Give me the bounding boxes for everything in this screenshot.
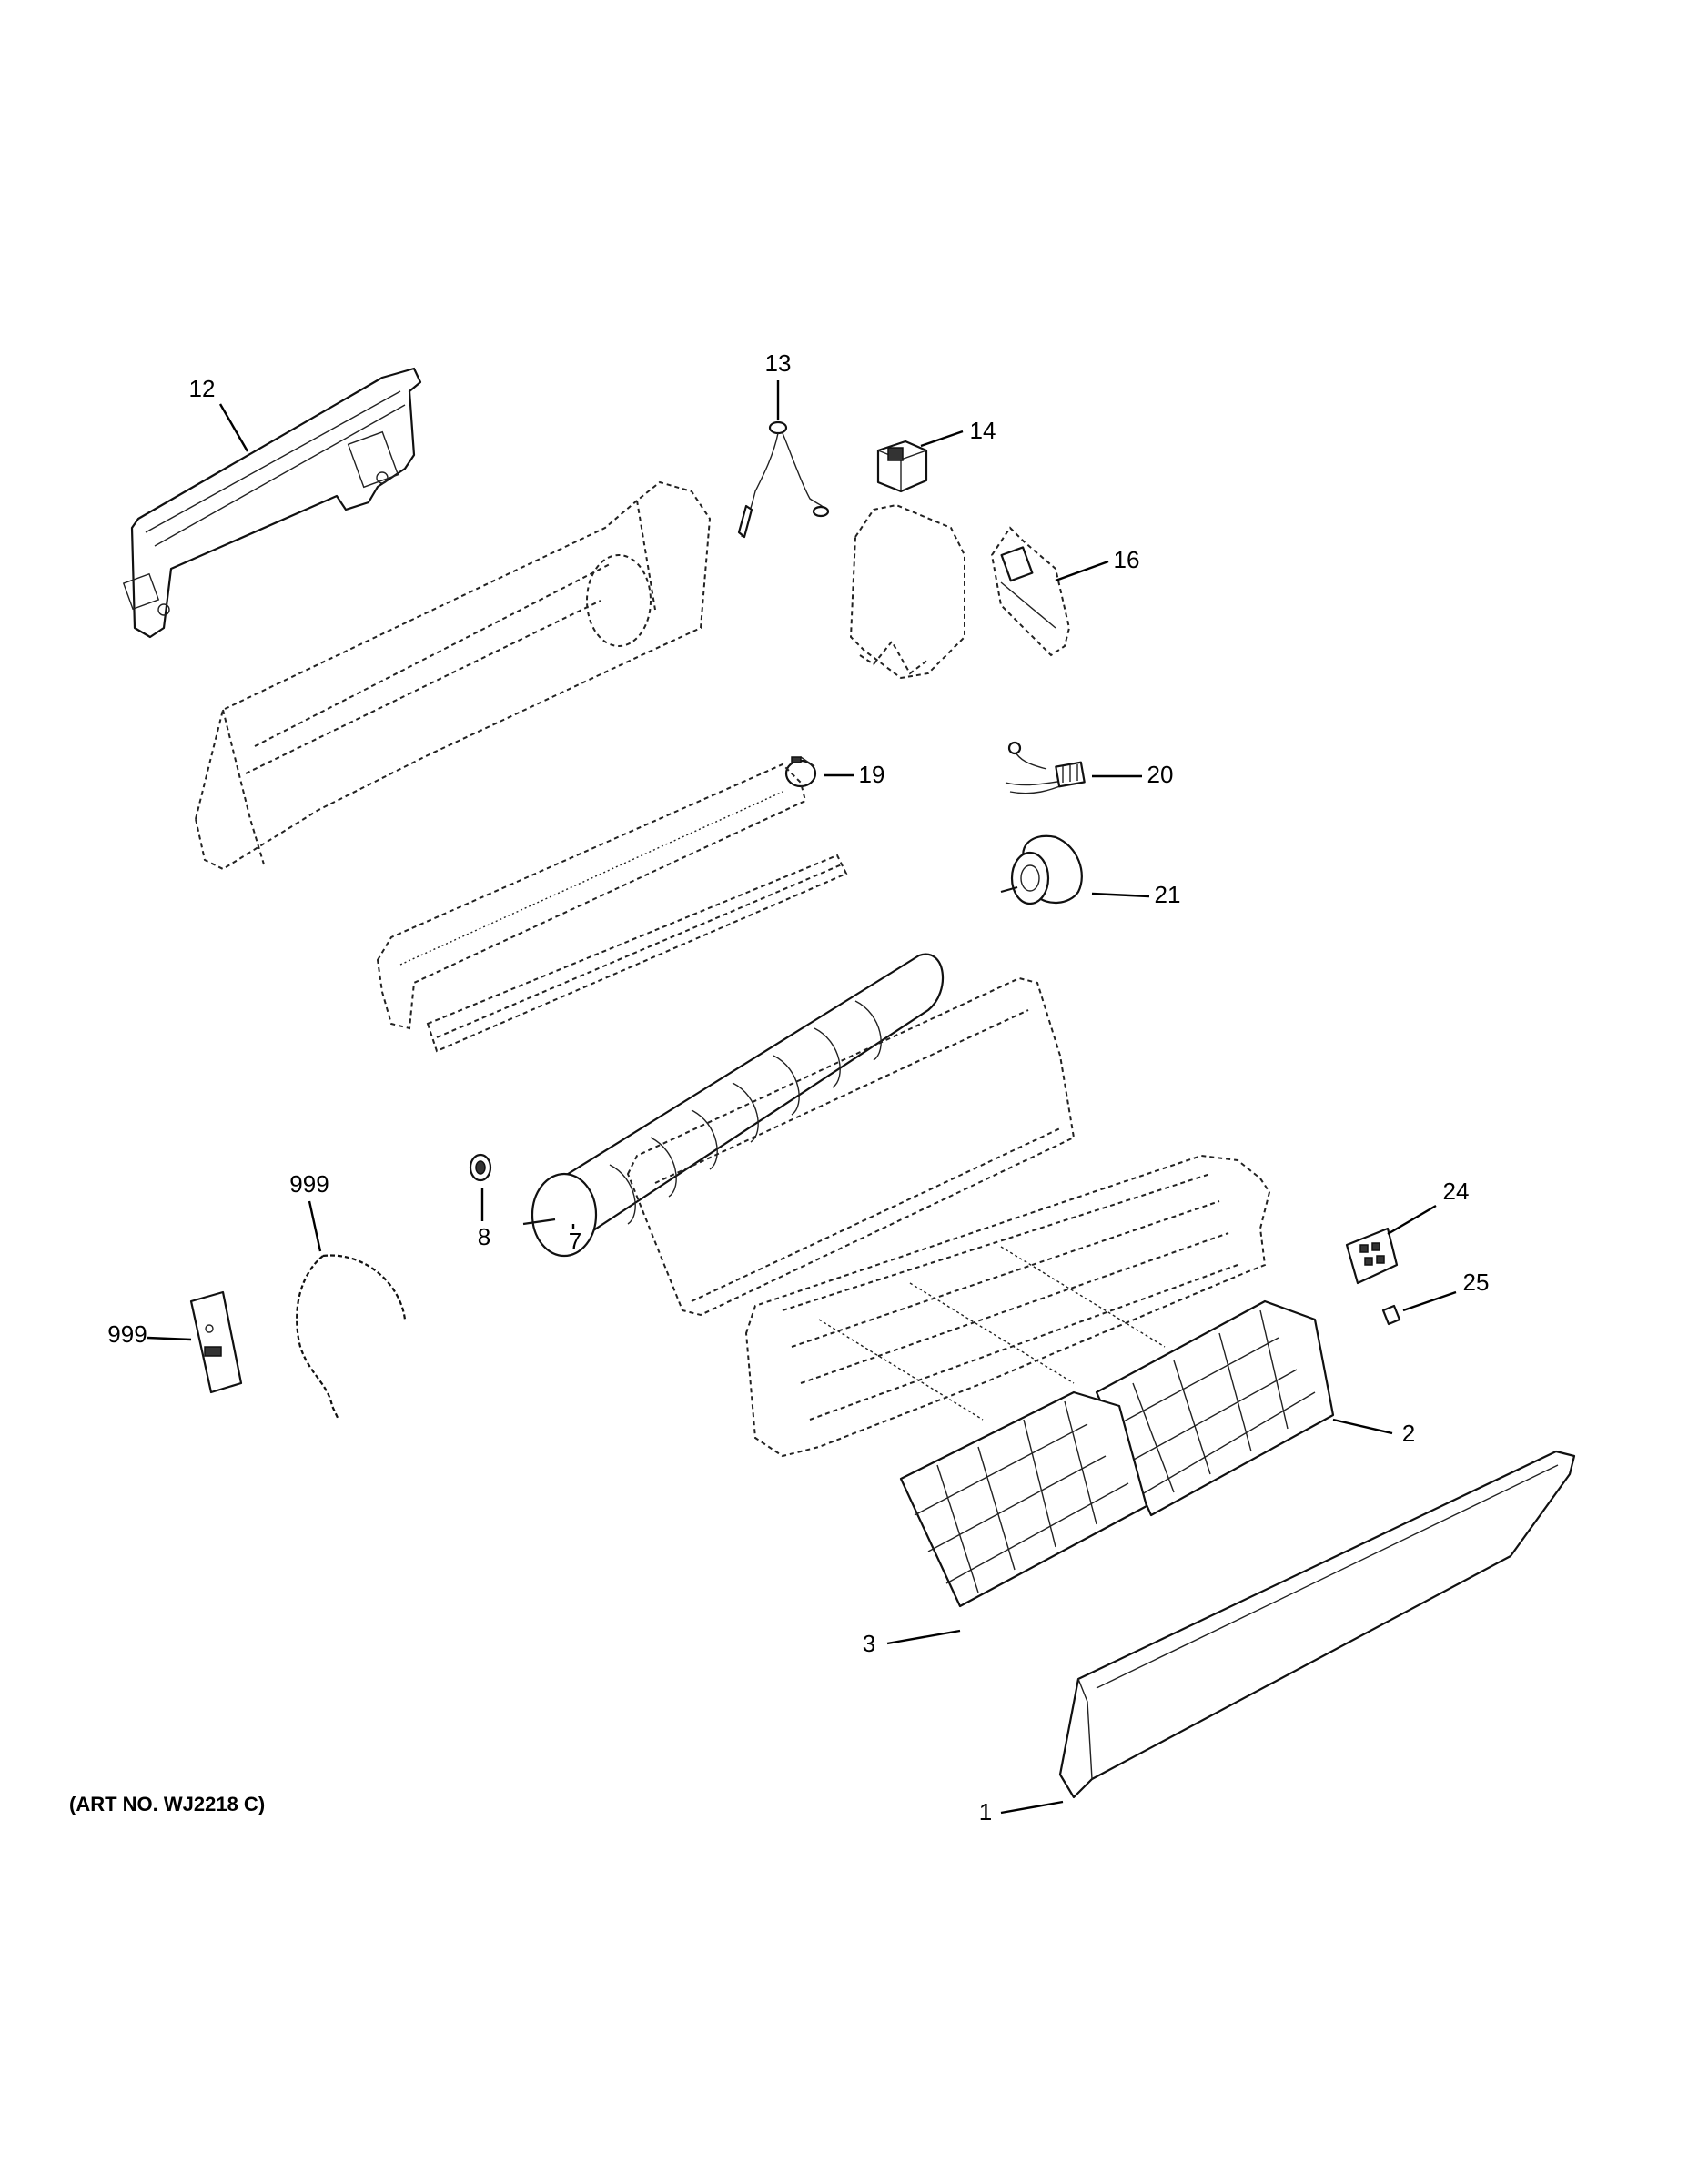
- right-air-filter: [1095, 1299, 1335, 1517]
- callout-16: 16: [1114, 546, 1140, 573]
- leader-999-cable: [308, 1200, 322, 1252]
- display-board: [1345, 1227, 1399, 1285]
- small-sensor: [1381, 1304, 1401, 1326]
- leader-3: [886, 1629, 961, 1645]
- leader-2: [1332, 1418, 1393, 1435]
- mounting-plate: [122, 367, 422, 639]
- front-panel: [1058, 1450, 1576, 1799]
- callout-999-remote: 999: [107, 1320, 147, 1348]
- callout-20: 20: [1147, 761, 1174, 788]
- drain-hose-coil: [296, 1254, 407, 1421]
- art-number: (ART NO. WJ2218 C): [69, 1793, 266, 1815]
- stepper-motor: [784, 756, 817, 788]
- callout-7: 7: [569, 1228, 581, 1255]
- callout-14: 14: [970, 417, 996, 444]
- callout-13: 13: [765, 349, 792, 377]
- leader-1: [1000, 1800, 1064, 1815]
- leader-999-remote: [147, 1336, 192, 1341]
- left-air-filter: [899, 1390, 1148, 1608]
- leader-14: [920, 430, 964, 448]
- bearing: [469, 1153, 492, 1182]
- evaporator-louver-assembly: [376, 763, 848, 1053]
- leader-24: [1387, 1204, 1437, 1236]
- electrical-box-housing: [849, 503, 965, 680]
- leader-21: [1091, 892, 1150, 898]
- fan-motor: [1000, 834, 1083, 905]
- callout-8: 8: [478, 1223, 490, 1250]
- leader-16: [1055, 560, 1109, 582]
- blower-wheel: [522, 953, 945, 1258]
- callout-21: 21: [1155, 881, 1181, 908]
- sensor-wire: [737, 420, 830, 539]
- callout-24: 24: [1443, 1178, 1470, 1205]
- callout-19: 19: [859, 761, 885, 788]
- drain-pan-housing: [626, 976, 1076, 1317]
- callout-3: 3: [863, 1630, 875, 1657]
- base-chassis: [194, 480, 712, 871]
- callout-999-cable: 999: [289, 1170, 329, 1198]
- callout-2: 2: [1402, 1420, 1415, 1447]
- leader-12: [218, 403, 249, 452]
- remote-control: [189, 1290, 243, 1394]
- small-box-component: [876, 440, 928, 493]
- callout-12: 12: [189, 375, 216, 402]
- control-board: [990, 526, 1071, 657]
- callout-25: 25: [1463, 1269, 1490, 1296]
- callout-1: 1: [979, 1798, 992, 1825]
- wire-harness: [1005, 741, 1086, 794]
- leader-25: [1402, 1290, 1457, 1312]
- front-frame: [744, 1154, 1271, 1458]
